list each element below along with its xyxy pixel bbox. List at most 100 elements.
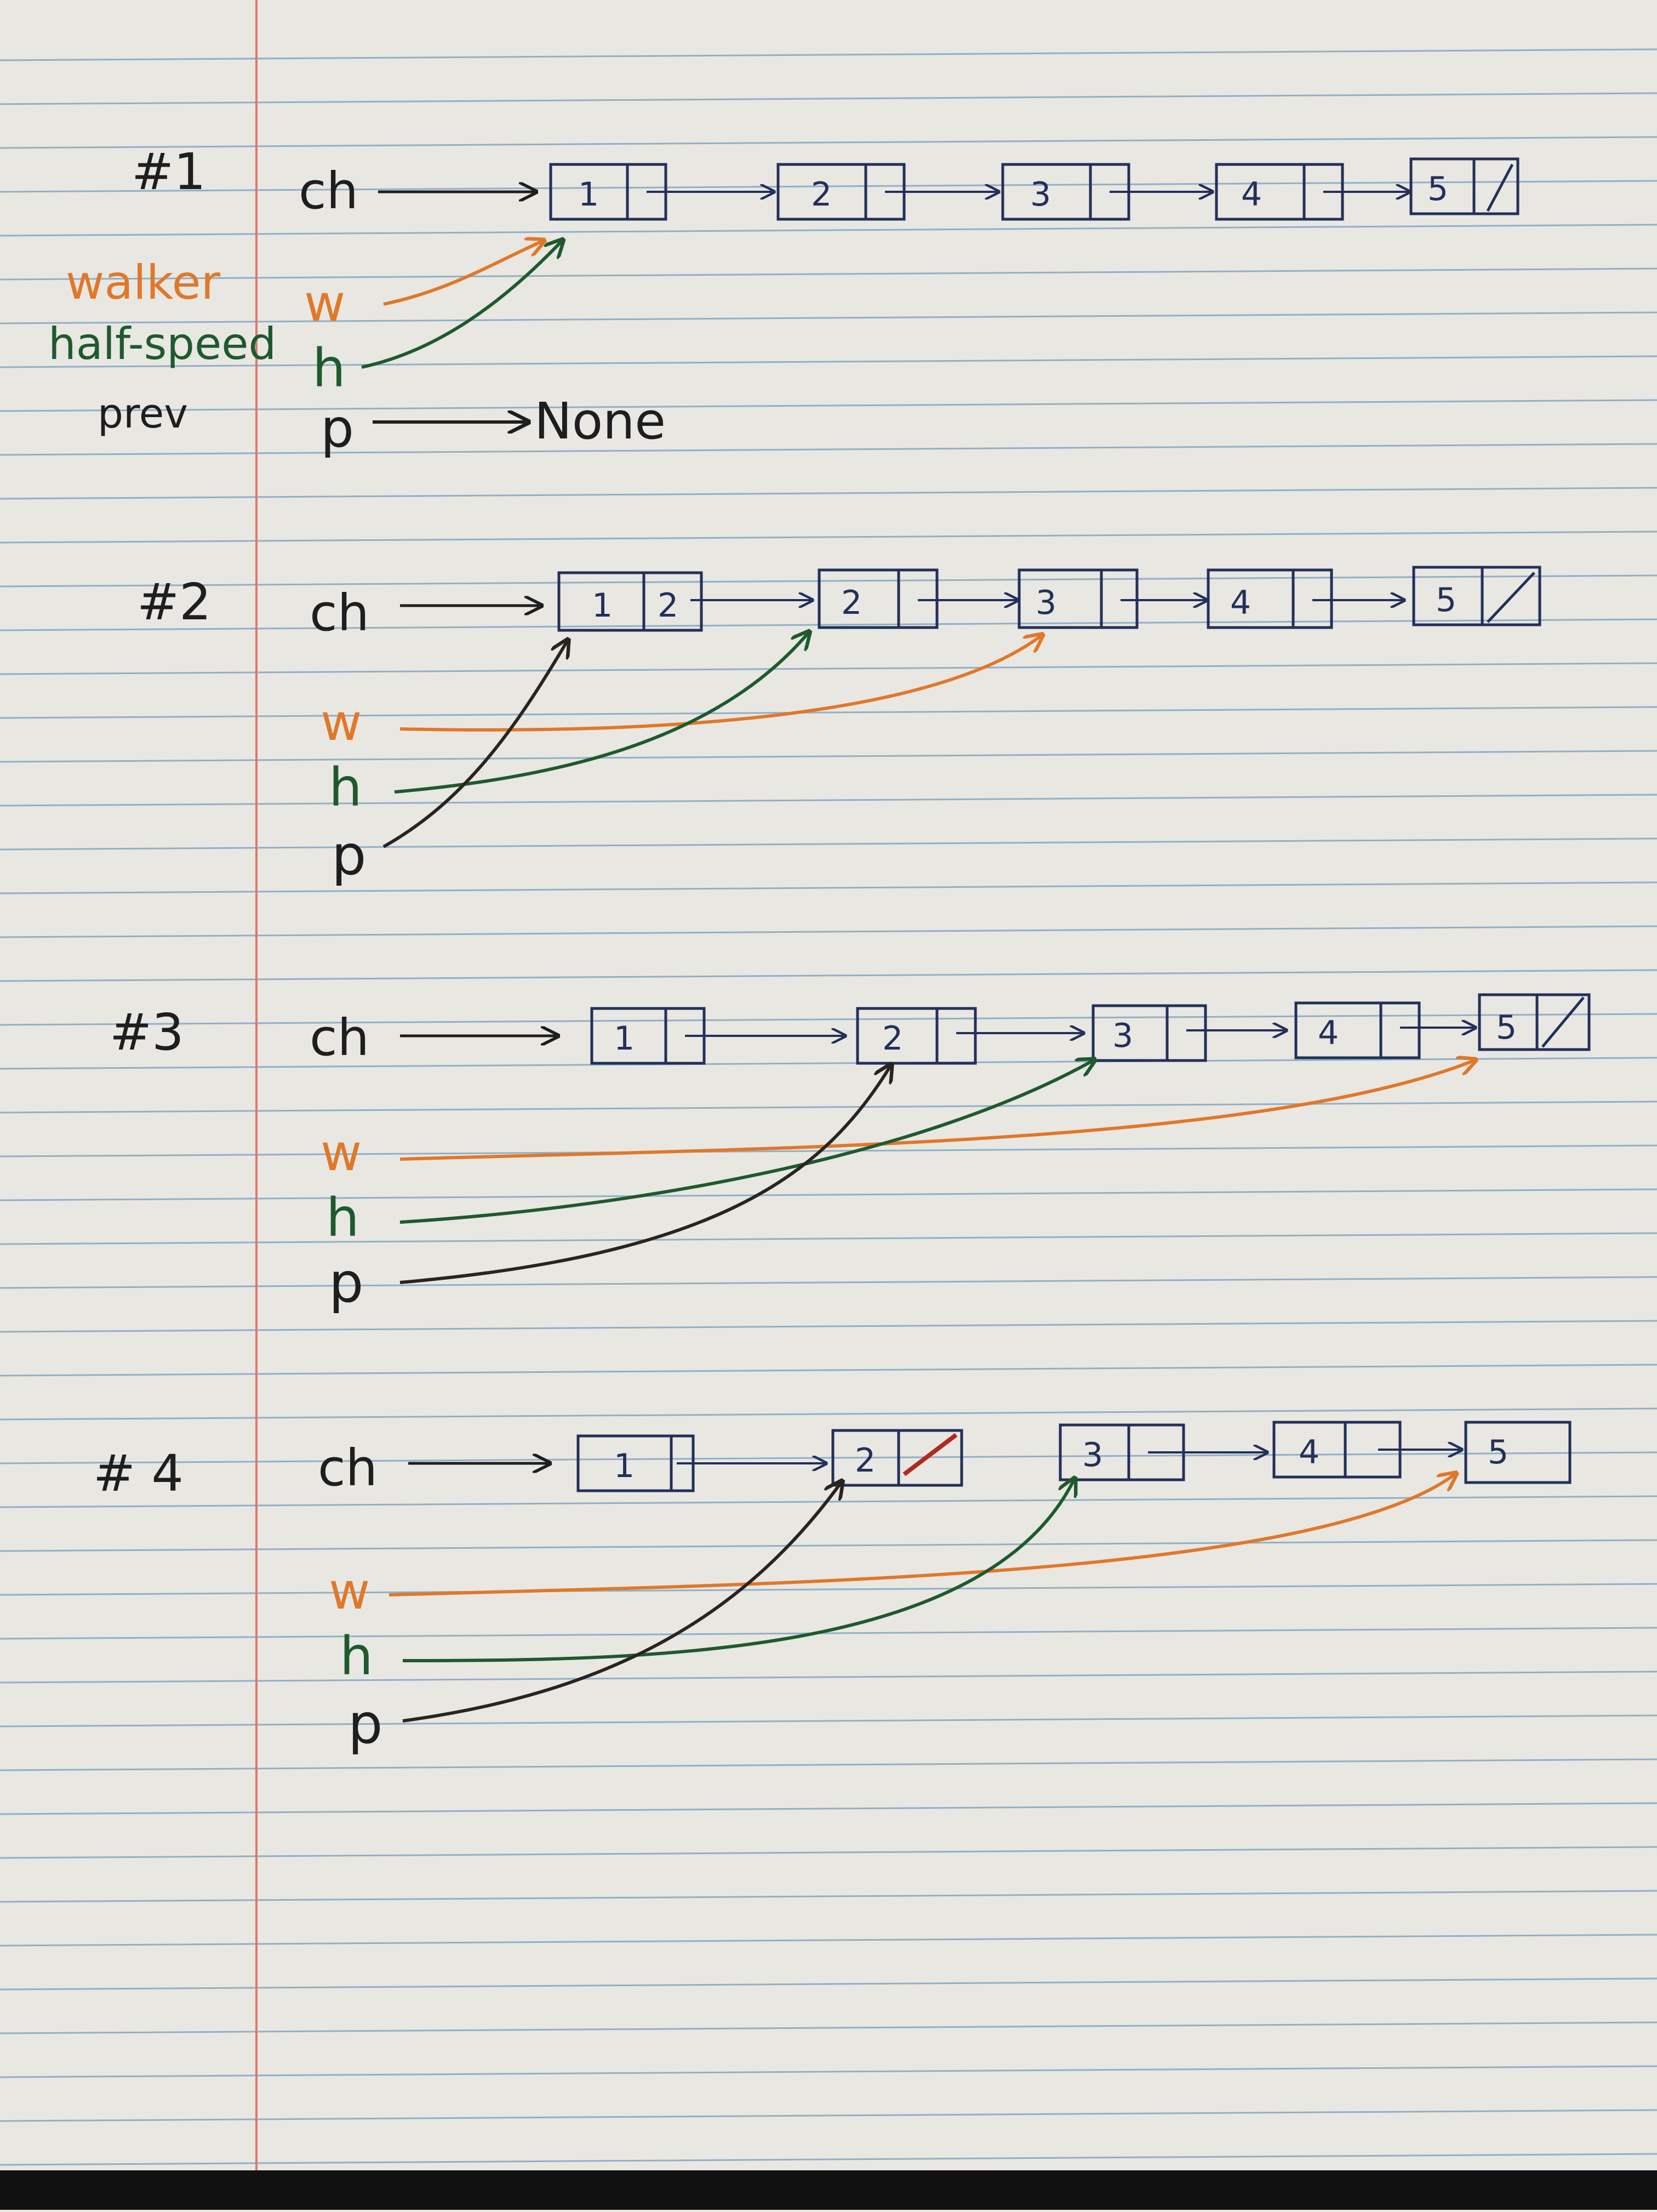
node-value: 2	[882, 1019, 903, 1058]
rule-line	[0, 487, 1657, 500]
rule-line	[0, 969, 1657, 982]
walker-arrow	[383, 241, 542, 306]
null-slash	[1541, 996, 1585, 1048]
rule-line	[0, 1188, 1657, 1201]
node-value: 5	[1436, 581, 1456, 619]
pointer-label-w: w	[321, 1124, 362, 1182]
prev-arrow	[399, 1066, 890, 1284]
list-node: 4	[1207, 568, 1333, 629]
pointer-label-p: p	[348, 1692, 382, 1756]
rule-line	[0, 1977, 1657, 1991]
rule-line	[0, 2021, 1657, 2034]
list-node: 4	[1272, 1421, 1402, 1479]
rule-line	[0, 1627, 1657, 1640]
rule-line	[0, 706, 1657, 719]
walker-arrow	[399, 636, 1041, 732]
pointer-label-h: h	[312, 338, 346, 399]
rule-line	[0, 1583, 1657, 1596]
rule-line	[0, 1407, 1657, 1421]
rule-line	[0, 92, 1657, 105]
node-value: 4	[1299, 1433, 1319, 1472]
node-value: 1	[614, 1019, 635, 1058]
rule-line	[0, 1539, 1657, 1552]
rule-line	[0, 1101, 1657, 1114]
null-slash	[1486, 163, 1514, 212]
node-value: 3	[1112, 1017, 1133, 1055]
null-slash	[1487, 572, 1535, 623]
list-node: 1	[576, 1434, 695, 1492]
rule-line	[0, 1144, 1657, 1158]
node-value: 5	[1427, 170, 1448, 208]
node-value: 3	[1036, 584, 1056, 622]
list-node: 2	[831, 1429, 963, 1487]
rule-line	[0, 267, 1657, 281]
step-title: # 4	[93, 1444, 184, 1503]
half-speed-arrow	[399, 1061, 1093, 1224]
head-label: ch	[299, 162, 358, 220]
legend: walker half-speed prev	[48, 255, 276, 437]
node-value: 5	[1488, 1433, 1509, 1472]
prev-arrow	[402, 1483, 841, 1723]
photo-bottom-edge	[0, 2170, 1657, 2210]
rule-line	[0, 662, 1657, 675]
rule-line	[0, 837, 1657, 851]
list-node: 5	[1412, 566, 1541, 626]
step-1: #1 ch 1 2 3 4 5	[132, 142, 1519, 459]
step-4: # 4 ch 1 2 3 4 5 w	[93, 1421, 1572, 1756]
walker-arrow	[388, 1474, 1455, 1597]
step-2: #2 ch 1 2 2 3 4 5	[137, 566, 1541, 887]
list-node: 2	[818, 568, 939, 629]
node-value: 3	[1082, 1436, 1103, 1474]
rule-line	[0, 1714, 1657, 1728]
rule-line	[0, 1802, 1657, 1815]
list-node: 5	[1478, 993, 1591, 1051]
rule-line	[0, 881, 1657, 894]
node-value: 1	[592, 586, 613, 625]
pointer-label-w: w	[321, 693, 362, 752]
rule-line	[0, 1364, 1657, 1377]
walker-arrow	[399, 1061, 1474, 1161]
rule-line	[0, 1671, 1657, 1684]
rule-line	[0, 180, 1657, 193]
rule-line	[0, 136, 1657, 149]
list-node: 1 2	[557, 571, 703, 632]
head-label: ch	[310, 584, 369, 642]
pointer-label-w: w	[304, 274, 345, 333]
none-label: None	[534, 392, 666, 451]
rule-line	[0, 1057, 1657, 1070]
pointer-label-h: h	[340, 1626, 373, 1687]
rule-line	[0, 399, 1657, 412]
step-title: #1	[132, 142, 206, 201]
step-title: #3	[110, 1003, 184, 1062]
rule-line	[0, 311, 1657, 324]
list-node: 3	[1092, 1004, 1207, 1062]
rule-line	[0, 1232, 1657, 1245]
rule-line	[0, 574, 1657, 588]
null-slash-fix	[902, 1433, 958, 1476]
rule-line	[0, 1758, 1657, 1771]
node-next-value: 2	[658, 586, 678, 625]
node-value: 2	[811, 175, 832, 214]
rule-line	[0, 1934, 1657, 1947]
list-node: 5	[1409, 157, 1519, 215]
rule-line	[0, 618, 1657, 631]
rule-line	[0, 443, 1657, 456]
list-node: 2	[856, 1007, 977, 1065]
legend-prev: prev	[98, 390, 188, 437]
rule-line	[0, 1013, 1657, 1026]
rule-line	[0, 48, 1657, 61]
half-speed-arrow	[361, 241, 562, 369]
node-value: 3	[1030, 175, 1051, 214]
node-value: 1	[614, 1447, 635, 1485]
rule-line	[0, 2065, 1657, 2078]
rule-line	[0, 355, 1657, 368]
rule-line	[0, 1451, 1657, 1464]
step-3: #3 ch 1 2 3 4 5	[110, 993, 1591, 1315]
half-speed-arrow	[402, 1480, 1074, 1662]
head-label: ch	[318, 1439, 378, 1497]
legend-half-speed: half-speed	[48, 318, 276, 369]
pointer-label-p: p	[329, 1251, 363, 1315]
prev-arrow	[382, 641, 567, 848]
